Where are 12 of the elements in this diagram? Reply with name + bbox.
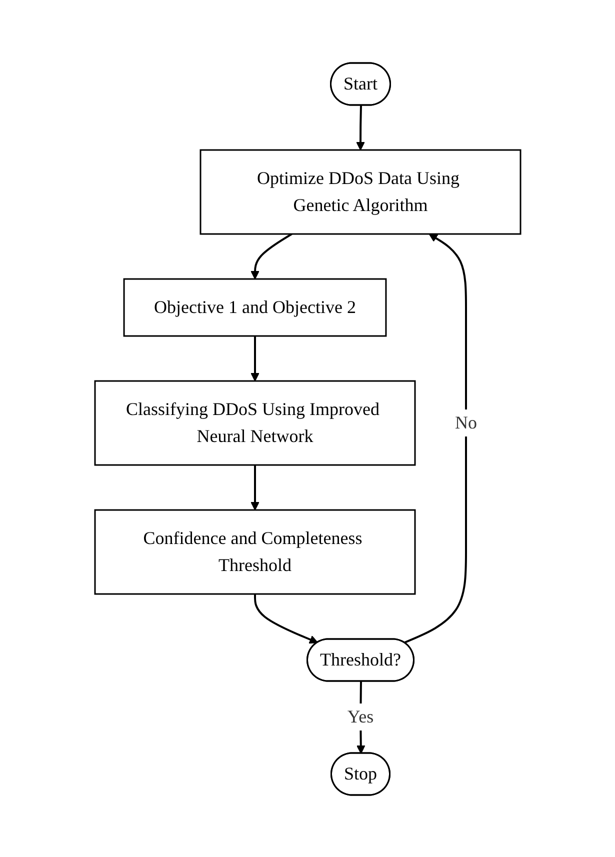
edge-label: No [454,412,477,432]
edge-label: Yes [347,706,374,726]
node-box: Optimize DDoS Data Using Genetic Algorithm [200,148,521,234]
arrow [250,336,260,381]
arrow [404,233,467,644]
arrow [356,104,365,150]
arrow [254,594,318,644]
node-box: Classifying DDoS Using Improved Neural Network [94,380,416,466]
arrow [250,232,292,279]
arrow [250,464,260,510]
node-box: Objective 1 and Objective 2 [123,278,386,336]
node-box: Confidence and Completeness Threshold [94,508,416,594]
